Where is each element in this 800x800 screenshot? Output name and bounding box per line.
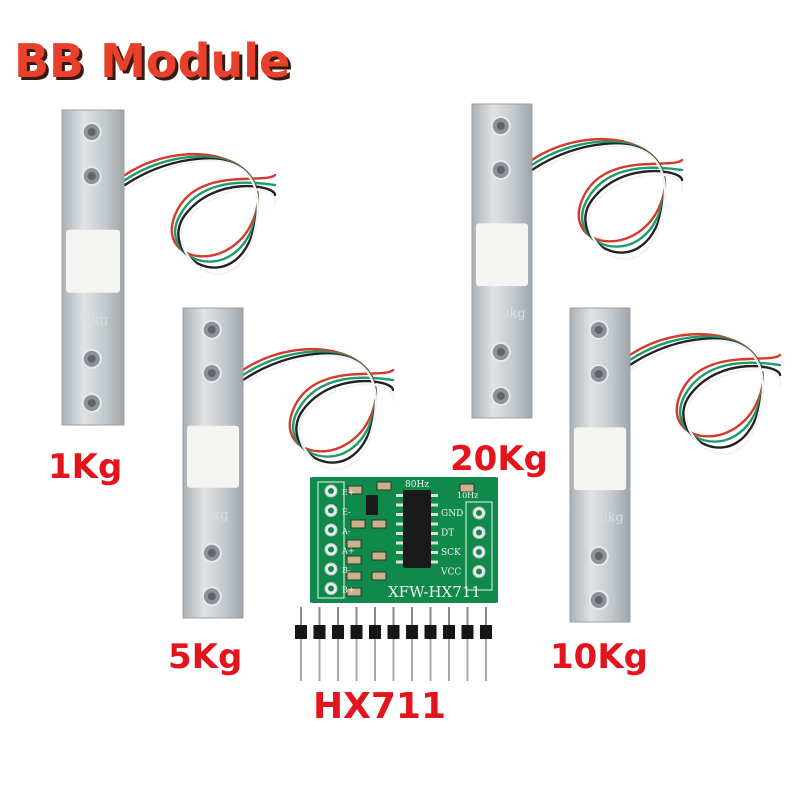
- load-cell-1kg: 1kg 1Kg: [48, 109, 277, 487]
- smd-component: [350, 519, 366, 529]
- hx711-board: 80Hz 10Hz XFW-HX711 E+ E- A- A+ B- B+ GND DT SCK…: [310, 477, 498, 603]
- smd-component: [371, 551, 387, 561]
- header-pin: [443, 625, 455, 639]
- smd-component: [376, 481, 392, 491]
- capacity-engraving: 10kg: [591, 511, 624, 526]
- strain-gauge: [187, 425, 239, 488]
- header-pin: [313, 625, 326, 639]
- smd-component: [346, 587, 362, 597]
- strain-gauge: [66, 229, 120, 293]
- header-pin: [387, 625, 400, 639]
- smd-component: [346, 555, 362, 565]
- header-pin: [461, 625, 474, 639]
- load-cell-20kg: 20kg 20Kg: [450, 103, 684, 479]
- pin-label: A+: [341, 547, 354, 556]
- pin-label: SCK: [441, 548, 461, 558]
- pin-label: B-: [342, 566, 351, 575]
- wire-bundle: [530, 138, 684, 261]
- header-pin: [369, 625, 381, 639]
- wire-bundle: [628, 333, 782, 456]
- smd-component: [371, 519, 387, 529]
- smd-component: [371, 571, 387, 581]
- pin-label: GND: [441, 509, 463, 519]
- capacity-label: 5Kg: [168, 637, 242, 677]
- smd-component: [347, 485, 363, 495]
- pin-header: [295, 607, 492, 681]
- hx711-chip: [403, 490, 431, 568]
- load-cell-5kg: 5kg 5Kg: [168, 307, 395, 677]
- pin-label: A-: [341, 527, 351, 536]
- module-label: HX711: [313, 686, 446, 727]
- pin-label: E-: [342, 508, 351, 517]
- header-pin: [350, 625, 363, 639]
- capacity-label: 10Kg: [550, 637, 648, 677]
- pin-label: B+: [342, 586, 355, 595]
- pin-label: VCC: [440, 568, 461, 578]
- smd-component: [346, 571, 362, 581]
- capacity-engraving: 5kg: [204, 508, 228, 523]
- capacity-engraving: 1kg: [84, 313, 108, 328]
- pin-label: E+: [342, 488, 355, 497]
- wire-bundle: [241, 348, 395, 471]
- rate-80hz-label: 80Hz: [405, 480, 429, 490]
- capacity-label: 1Kg: [48, 447, 122, 487]
- header-pin: [406, 625, 418, 639]
- pin-label: DT: [441, 529, 454, 539]
- strain-gauge: [476, 223, 528, 287]
- smd-component: [459, 483, 475, 493]
- capacity-engraving: 20kg: [493, 307, 526, 322]
- header-pin: [332, 625, 344, 639]
- header-pin: [480, 625, 492, 639]
- strain-gauge: [574, 427, 626, 491]
- header-pin: [424, 625, 437, 639]
- smd-component: [346, 539, 362, 549]
- header-pin: [295, 625, 307, 639]
- board-model-text: XFW-HX711: [388, 583, 481, 601]
- capacity-label: 20Kg: [450, 439, 548, 479]
- rate-10hz-label: 10Hz: [457, 491, 478, 500]
- wire-bundle: [123, 153, 277, 276]
- brand-title: BB Module: [14, 34, 290, 88]
- load-cell-10kg: 10kg 10Kg: [550, 307, 782, 677]
